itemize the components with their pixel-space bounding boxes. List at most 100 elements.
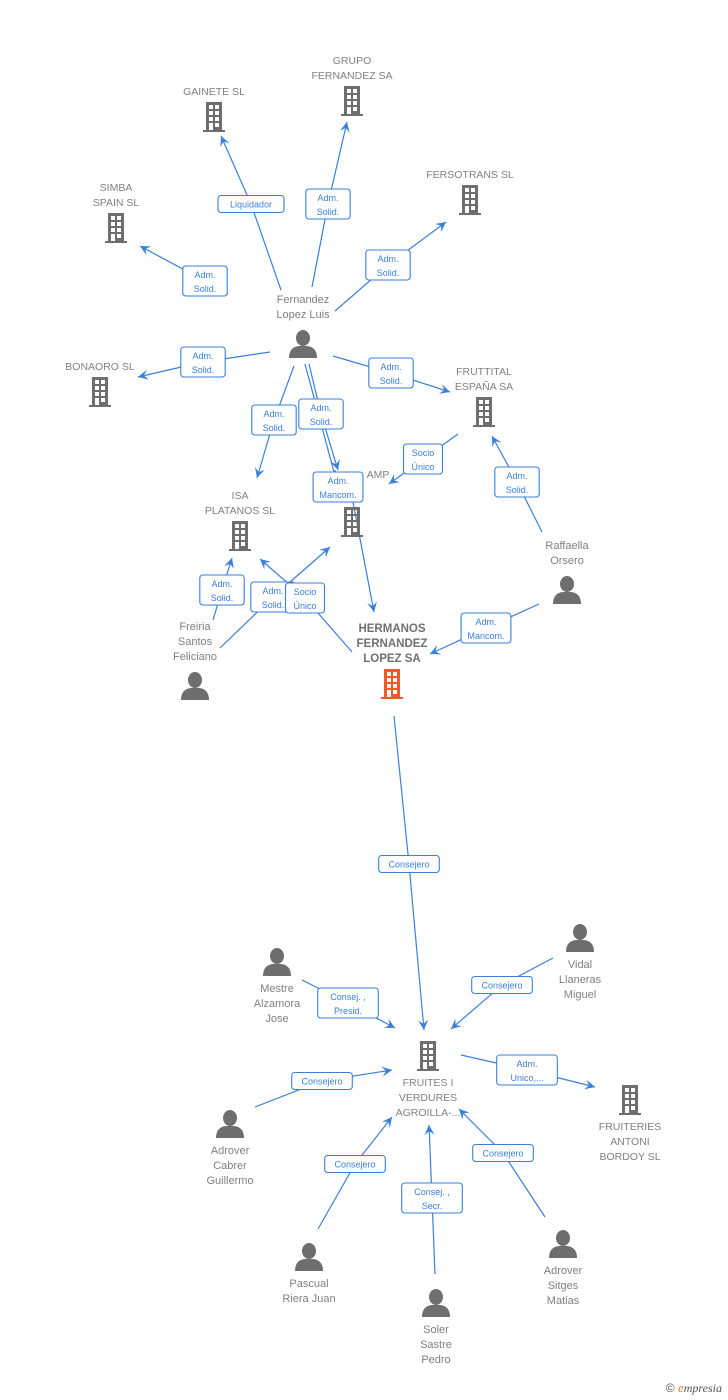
edge-amp-to-hermanos[interactable] — [352, 501, 378, 613]
edge-label[interactable]: Adm.Unico,... — [496, 1054, 558, 1086]
building-icon[interactable] — [89, 377, 111, 407]
person-icon[interactable] — [553, 576, 581, 604]
person-icon[interactable] — [181, 672, 209, 700]
edge-label[interactable]: Consejero — [471, 975, 533, 995]
edge-label[interactable]: Consejero — [378, 854, 440, 874]
building-icon[interactable] — [105, 213, 127, 243]
edge-label-text: Socio — [412, 448, 435, 458]
edge-label-box — [182, 265, 228, 297]
node-label: AGROILLA-... — [396, 1107, 461, 1119]
node-label: AMP — [367, 469, 390, 481]
arrow-head-icon — [367, 601, 378, 612]
edge-label-text: Mancom. — [467, 631, 504, 641]
building-icon[interactable] — [459, 185, 481, 215]
footer-brand: © empresia — [666, 1380, 722, 1396]
person-icon[interactable] — [216, 1110, 244, 1138]
edge-label[interactable]: Consejero — [324, 1154, 386, 1174]
arrow-head-icon — [459, 1109, 470, 1120]
building-icon[interactable] — [203, 102, 225, 132]
building-icon[interactable] — [229, 521, 251, 551]
edge-label[interactable]: Adm.Solid. — [365, 249, 411, 281]
building-icon[interactable] — [619, 1085, 641, 1115]
node-label: Lopez Luis — [276, 309, 330, 321]
edge-label[interactable]: Adm.Solid. — [180, 346, 226, 378]
edge-label-text: Consejero — [301, 1077, 342, 1087]
building-icon[interactable] — [341, 507, 363, 537]
edge-label-box — [217, 194, 285, 214]
edge-label[interactable]: Adm.Solid. — [298, 398, 344, 430]
edge-label[interactable]: Adm.Solid. — [199, 574, 245, 606]
node-label: FERSOTRANS SL — [426, 169, 514, 181]
building-icon[interactable] — [381, 669, 403, 699]
node-label: Fernandez — [277, 294, 330, 306]
building-icon[interactable] — [341, 86, 363, 116]
node-amp[interactable]: AMP — [341, 469, 389, 537]
edge-label[interactable]: Adm.Solid. — [250, 581, 296, 613]
arrow-head-icon — [260, 559, 271, 570]
arrow-head-icon — [255, 466, 265, 478]
edge-label-text: Solid. — [262, 600, 285, 610]
edge-label[interactable]: Adm.Solid. — [368, 357, 414, 389]
node-gainete[interactable]: GAINETE SL — [183, 86, 245, 132]
person-icon[interactable] — [295, 1243, 323, 1271]
edge-adrover_s-to-fruites[interactable] — [458, 1108, 546, 1218]
node-label: HERMANOS — [358, 623, 425, 635]
person-icon[interactable] — [422, 1289, 450, 1317]
edge-label[interactable]: Adm.Solid. — [494, 466, 540, 498]
node-fruites[interactable]: FRUITES IVERDURESAGROILLA-... — [396, 1041, 461, 1119]
node-label: Soler — [423, 1324, 449, 1336]
edge-label[interactable]: Consej. ,Secr. — [401, 1182, 463, 1214]
node-label: PLATANOS SL — [205, 505, 275, 517]
edge-label[interactable]: Consejero — [472, 1143, 534, 1163]
edge-label-text: Solid. — [263, 423, 286, 433]
edge-label-text: Solid. — [377, 268, 400, 278]
edge-label-box — [365, 249, 411, 281]
arrow-head-icon — [424, 1125, 435, 1136]
building-icon[interactable] — [473, 397, 495, 427]
person-icon[interactable] — [289, 330, 317, 358]
person-icon[interactable] — [549, 1230, 577, 1258]
edge-label-text: Adm. — [310, 403, 331, 413]
edge-label-box — [298, 398, 344, 430]
edge-label-box — [472, 1143, 534, 1163]
edge-label-text: Solid. — [192, 365, 215, 375]
edge-label-box — [471, 975, 533, 995]
edge-label[interactable]: Adm.Solid. — [251, 404, 297, 436]
node-fersotrans[interactable]: FERSOTRANS SL — [426, 169, 514, 215]
person-icon[interactable] — [263, 948, 291, 976]
node-label: FERNANDEZ SA — [311, 70, 392, 82]
edge-label[interactable]: Consej. ,Presid. — [317, 987, 379, 1019]
edge-label[interactable]: Liquidador — [217, 194, 285, 214]
person-icon[interactable] — [566, 924, 594, 952]
building-icon[interactable] — [417, 1041, 439, 1071]
edge-label[interactable]: Adm.Mancom. — [312, 471, 364, 503]
node-label: Miguel — [564, 989, 596, 1001]
edge-label[interactable]: Adm.Solid. — [182, 265, 228, 297]
edge-label-text: Adm. — [516, 1059, 537, 1069]
edge-label[interactable]: Consejero — [291, 1071, 353, 1091]
node-label: SPAIN SL — [93, 197, 140, 209]
edge-label[interactable]: Adm.Solid. — [305, 188, 351, 220]
arrow-head-icon — [330, 458, 340, 470]
edge-label[interactable]: Adm.Mancom. — [460, 612, 512, 644]
node-bonaoro[interactable]: BONAORO SL — [65, 361, 135, 407]
node-label: Pascual — [289, 1278, 328, 1290]
node-label: Santos — [178, 636, 213, 648]
